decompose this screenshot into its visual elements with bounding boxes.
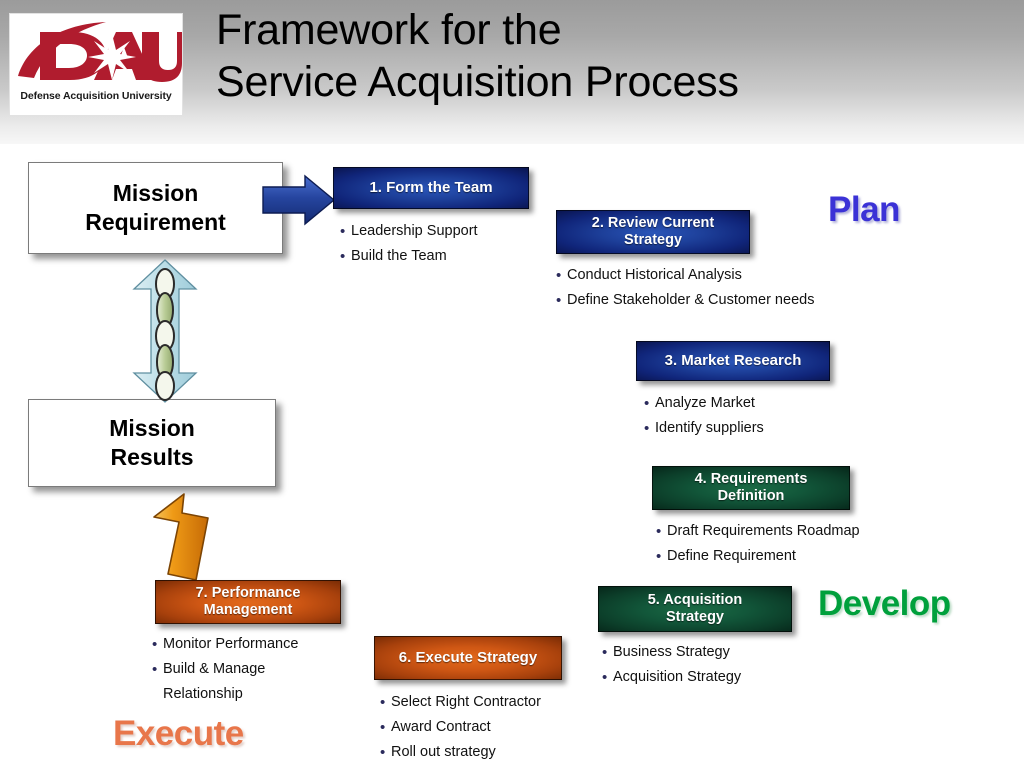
list-item: •Monitor Performance [152,636,299,653]
step-2-number: 2. [591,214,604,231]
bullet-dot-icon: • [656,547,662,565]
step-4-title-line2: Definition [717,488,785,504]
step-2-bullets: •Conduct Historical Analysis •Define Sta… [556,268,896,318]
mission-results-box: Mission Results [28,399,276,487]
step-4-box[interactable]: 4. Requirements Definition [652,466,850,510]
bullet-dot-icon: • [556,291,562,309]
bullet-dot-icon: • [656,523,662,540]
step-3-title: Market Research [681,352,802,370]
chain-double-arrow-icon [132,259,198,403]
step-4-bullets: •Draft Requirements Roadmap •Define Requ… [656,524,956,574]
mission-requirement-line1: Mission [112,179,199,206]
orange-up-arrow-icon [153,493,209,581]
step-4-title: Requirements [710,470,808,487]
step-1-box[interactable]: 1. Form the Team [333,167,529,209]
list-item: •Roll out strategy [380,743,496,761]
step-7-bullets: •Monitor Performance •Build & Manage Rel… [152,637,367,710]
list-item: •Leadership Support [340,223,478,240]
step-7-title: Performance [211,584,301,601]
step-6-title: Execute Strategy [415,649,538,667]
dau-logo-mark [18,22,182,82]
step-6-box[interactable]: 6. Execute Strategy [374,636,562,680]
bullet-dot-icon: • [152,636,158,653]
list-item: • Identify suppliers [644,419,764,437]
step-2-title: Review Current [607,214,715,231]
list-item: •Business Strategy [602,644,730,661]
mission-requirement-box: Mission Requirement [28,162,283,254]
step-3-box[interactable]: 3. Market Research [636,341,830,381]
step-5-bullets: •Business Strategy •Acquisition Strategy [602,645,882,695]
list-item: •Select Right Contractor [380,694,541,711]
step-4-number: 4. [694,470,707,487]
bullet-dot-icon: • [340,247,346,265]
bullet-dot-icon: • [602,644,608,661]
phase-label-plan: Plan [828,190,900,229]
step-5-number: 5. [647,591,660,608]
step-5-box[interactable]: 5. Acquisition Strategy [598,586,792,632]
bullet-dot-icon: • [380,694,386,711]
step-1-bullets: •Leadership Support •Build the Team [340,224,570,274]
step-3-number: 3. [664,352,678,370]
step-5-title: Acquisition [663,591,743,608]
dau-logo: Defense Acquisition University [9,13,183,116]
page-title-line1: Framework for the [216,6,562,54]
step-1-number: 1. [369,179,382,197]
mission-results-line2: Results [110,444,194,470]
step-7-title-line2: Management [203,602,293,618]
step-2-title-line2: Strategy [623,232,683,248]
step-6-number: 6. [398,649,412,667]
page-title: Framework for the Service Acquisition Pr… [216,4,1016,109]
list-item: Relationship [163,685,243,702]
list-item: •Define Requirement [656,547,796,565]
list-item: •Draft Requirements Roadmap [656,523,860,540]
list-item: •Award Contract [380,718,491,736]
step-7-number: 7. [195,584,208,601]
step-6-bullets: •Select Right Contractor •Award Contract… [380,695,660,769]
list-item: •Conduct Historical Analysis [556,267,742,284]
step-5-title-line2: Strategy [665,609,724,625]
step-3-bullets: •Analyze Market • Identify suppliers [644,396,904,446]
page-title-line2: Service Acquisition Process [216,58,739,107]
bullet-dot-icon: • [602,668,608,686]
mission-results-line1: Mission [109,414,195,441]
blue-right-arrow-icon [262,174,336,226]
bullet-dot-icon: • [380,743,386,761]
list-item: •Analyze Market [644,395,755,412]
step-7-box[interactable]: 7. Performance Management [155,580,341,624]
bullet-dot-icon: • [644,395,650,412]
list-item: •Build & Manage [152,660,266,678]
mission-requirement-line2: Requirement [85,209,226,235]
bullet-dot-icon: • [340,223,346,240]
bullet-dot-icon: • [556,267,562,284]
list-item: •Build the Team [340,247,447,265]
dau-logo-caption: Defense Acquisition University [20,90,172,102]
phase-label-develop: Develop [818,584,951,623]
step-1-title: Form the Team [386,179,493,197]
phase-label-execute: Execute [113,714,244,753]
bullet-dot-icon: • [644,419,650,437]
bullet-dot-icon: • [152,660,158,678]
list-item: •Acquisition Strategy [602,668,742,686]
step-2-box[interactable]: 2. Review Current Strategy [556,210,750,254]
list-item: •Define Stakeholder & Customer needs [556,291,815,309]
bullet-dot-icon: • [380,718,386,736]
